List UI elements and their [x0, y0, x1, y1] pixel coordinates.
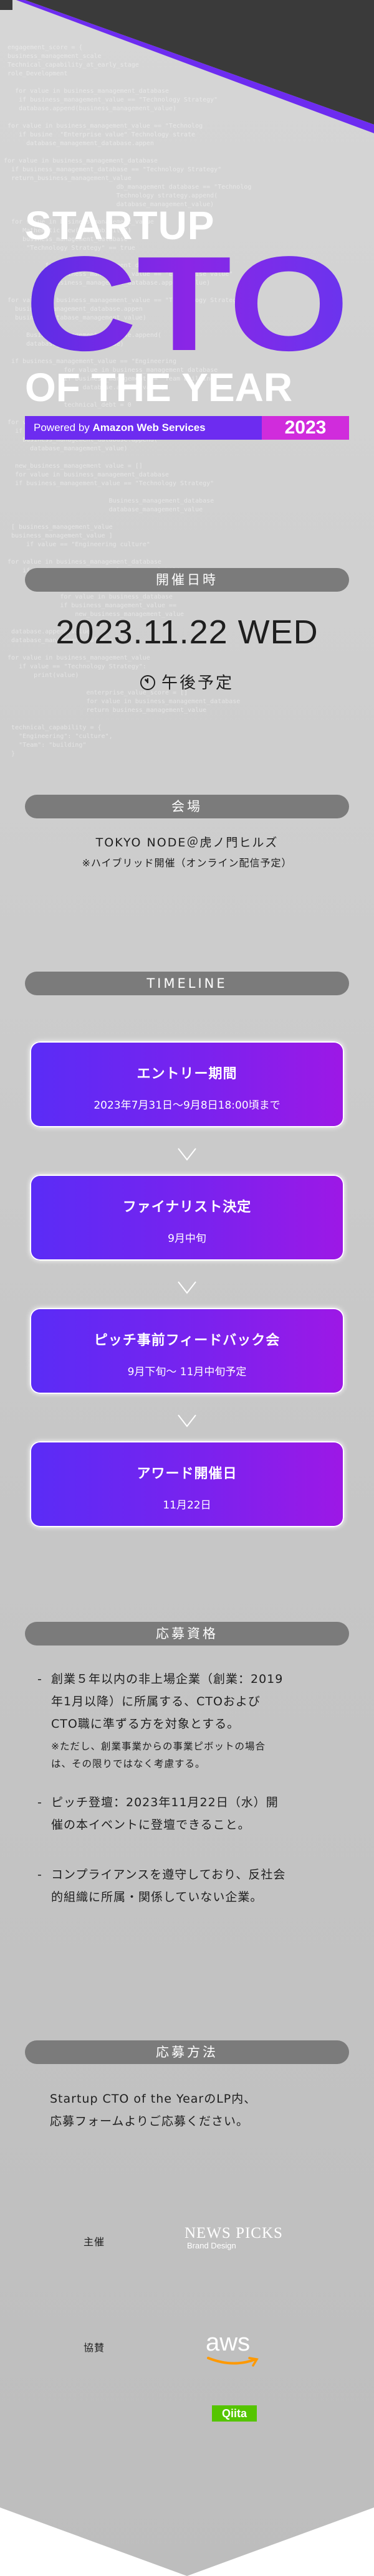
title-of-the-year: OF THE YEAR [25, 365, 293, 410]
event-title-block: STARTUP CTO OF THE YEAR Powered by Amazo… [25, 206, 349, 440]
chevron-down-icon [178, 1414, 196, 1428]
newspicks-logo: NEWS PICKS Brand Design [185, 2225, 283, 2250]
timeline-subtitle: 9月中旬 [168, 1233, 206, 1245]
event-date: 2023.11.22 WED [55, 613, 319, 651]
chevron-down-icon [178, 1148, 196, 1161]
year-badge: 2023 [262, 416, 349, 440]
section-header-qualification: 応募資格 [25, 1622, 349, 1646]
qualification-note: ※ただし、創業事業からの事業ピボットの場合 は、その限りではなく考慮する。 [51, 1741, 266, 1769]
timeline-title: アワード開催日 [137, 1466, 237, 1482]
timeline-subtitle: 2023年7月31日～9月8日18:00頃まで [94, 1099, 280, 1112]
timeline-title: ファイナリスト決定 [122, 1200, 252, 1215]
timeline-title: エントリー期間 [137, 1066, 237, 1082]
list-item: 創業５年以内の非上場企業（創業：2019 年1月以降）に所属する、CTOおよび … [37, 1668, 343, 1735]
timeline-title: ピッチ事前フィードバック会 [94, 1333, 280, 1348]
powered-by-bar: Powered by Amazon Web Services 2023 [25, 416, 349, 440]
title-cto: CTO [25, 228, 349, 379]
aws-logo: aws [206, 2329, 268, 2373]
section-header-timeline: TIMELINE [25, 972, 349, 995]
event-time: 午後予定 [0, 670, 374, 693]
host-label: 主催 [84, 2236, 105, 2248]
timeline-subtitle: 11月22日 [163, 1499, 211, 1512]
chevron-down-icon [178, 1281, 196, 1294]
cto-logo: CTO [25, 228, 349, 379]
venue-note: ※ハイブリッド開催（オンライン配信予定） [82, 857, 292, 869]
qualification-list: 創業５年以内の非上場企業（創業：2019 年1月以降）に所属する、CTOおよび … [37, 1668, 343, 1908]
section-header-application: 応募方法 [25, 2040, 349, 2064]
list-item: ピッチ登壇：2023年11月22日（水）開 催の本イベントに登壇できること。 [37, 1791, 343, 1836]
venue-name: TOKYO NODE＠虎ノ門ヒルズ [95, 836, 279, 850]
section-header-date: 開催日時 [25, 568, 349, 592]
top-ribbon [0, 0, 374, 133]
list-item: コンプライアンスを遵守しており、反社会 的組織に所属・関係していない企業。 [37, 1863, 343, 1908]
sponsor-label: 協賛 [84, 2342, 105, 2354]
banner-bottom-notch [0, 2507, 374, 2576]
application-text: Startup CTO of the YearのLP内、 応募フォームよりご応募… [50, 2092, 257, 2128]
aws-smile-icon [207, 2357, 259, 2367]
section-header-venue: 会場 [25, 795, 349, 818]
qiita-logo: Qiita [212, 2405, 257, 2422]
timeline-card-award: アワード開催日 11月22日 [30, 1441, 344, 1527]
title-startup: STARTUP [25, 203, 215, 248]
timeline-card-finalist: ファイナリスト決定 9月中旬 [30, 1175, 344, 1261]
cto-text: CTO [25, 250, 349, 362]
clock-icon [140, 675, 155, 690]
powered-by-label: Powered by Amazon Web Services [25, 416, 262, 440]
timeline-card-feedback: ピッチ事前フィードバック会 9月下旬～ 11月中旬予定 [30, 1308, 344, 1394]
timeline-subtitle: 9月下旬～ 11月中旬予定 [127, 1366, 247, 1378]
timeline-card-entry: エントリー期間 2023年7月31日～9月8日18:00頃まで [30, 1041, 344, 1127]
